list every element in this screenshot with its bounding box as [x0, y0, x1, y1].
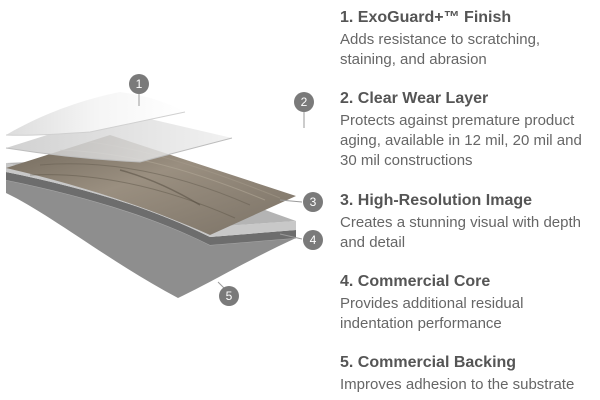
callout-1-number: 1: [136, 77, 143, 91]
layer-item-finish: 1. ExoGuard+™ Finish Adds resistance to …: [340, 8, 598, 70]
layer-wear: [5, 112, 233, 163]
callout-3-badge: 3: [303, 192, 323, 212]
callout-5-badge: 5: [219, 286, 239, 306]
callout-3-number: 3: [310, 195, 317, 209]
layer-title: 5. Commercial Backing: [340, 354, 517, 371]
callout-4-number: 4: [310, 233, 317, 247]
layer-description: Adds resistance to scratching, staining,…: [340, 31, 541, 68]
layer-wood-image: [6, 135, 296, 235]
layer-description: Protects against premature product aging…: [340, 112, 582, 169]
callout-1-badge: 1: [129, 74, 149, 94]
callout-lines: [138, 94, 305, 290]
layer-descriptions: 1. ExoGuard+™ Finish Adds resistance to …: [340, 0, 600, 400]
layer-title: 1. ExoGuard+™ Finish: [340, 9, 512, 26]
layer-item-wear: 2. Clear Wear Layer Protects against pre…: [340, 89, 598, 171]
layer-item-image: 3. High-Resolution Image Creates a stunn…: [340, 191, 598, 253]
layer-description: Creates a stunning visual with depth and…: [340, 214, 581, 251]
layer-description: Provides additional residual indentation…: [340, 295, 524, 332]
layer-title: 3. High-Resolution Image: [340, 192, 533, 209]
layer-description: Improves adhesion to the substrate: [340, 376, 575, 393]
layer-item-core: 4. Commercial Core Provides additional r…: [340, 272, 598, 334]
callout-2-number: 2: [301, 95, 308, 109]
layer-title: 2. Clear Wear Layer: [340, 90, 489, 107]
layer-title: 4. Commercial Core: [340, 273, 491, 290]
callout-4-badge: 4: [303, 230, 323, 250]
layer-finish: [5, 92, 186, 136]
callout-2-badge: 2: [294, 92, 314, 112]
callout-5-number: 5: [226, 289, 233, 303]
layer-item-backing: 5. Commercial Backing Improves adhesion …: [340, 353, 598, 395]
flooring-layers-diagram: 1 2 3 4 5: [5, 74, 323, 306]
